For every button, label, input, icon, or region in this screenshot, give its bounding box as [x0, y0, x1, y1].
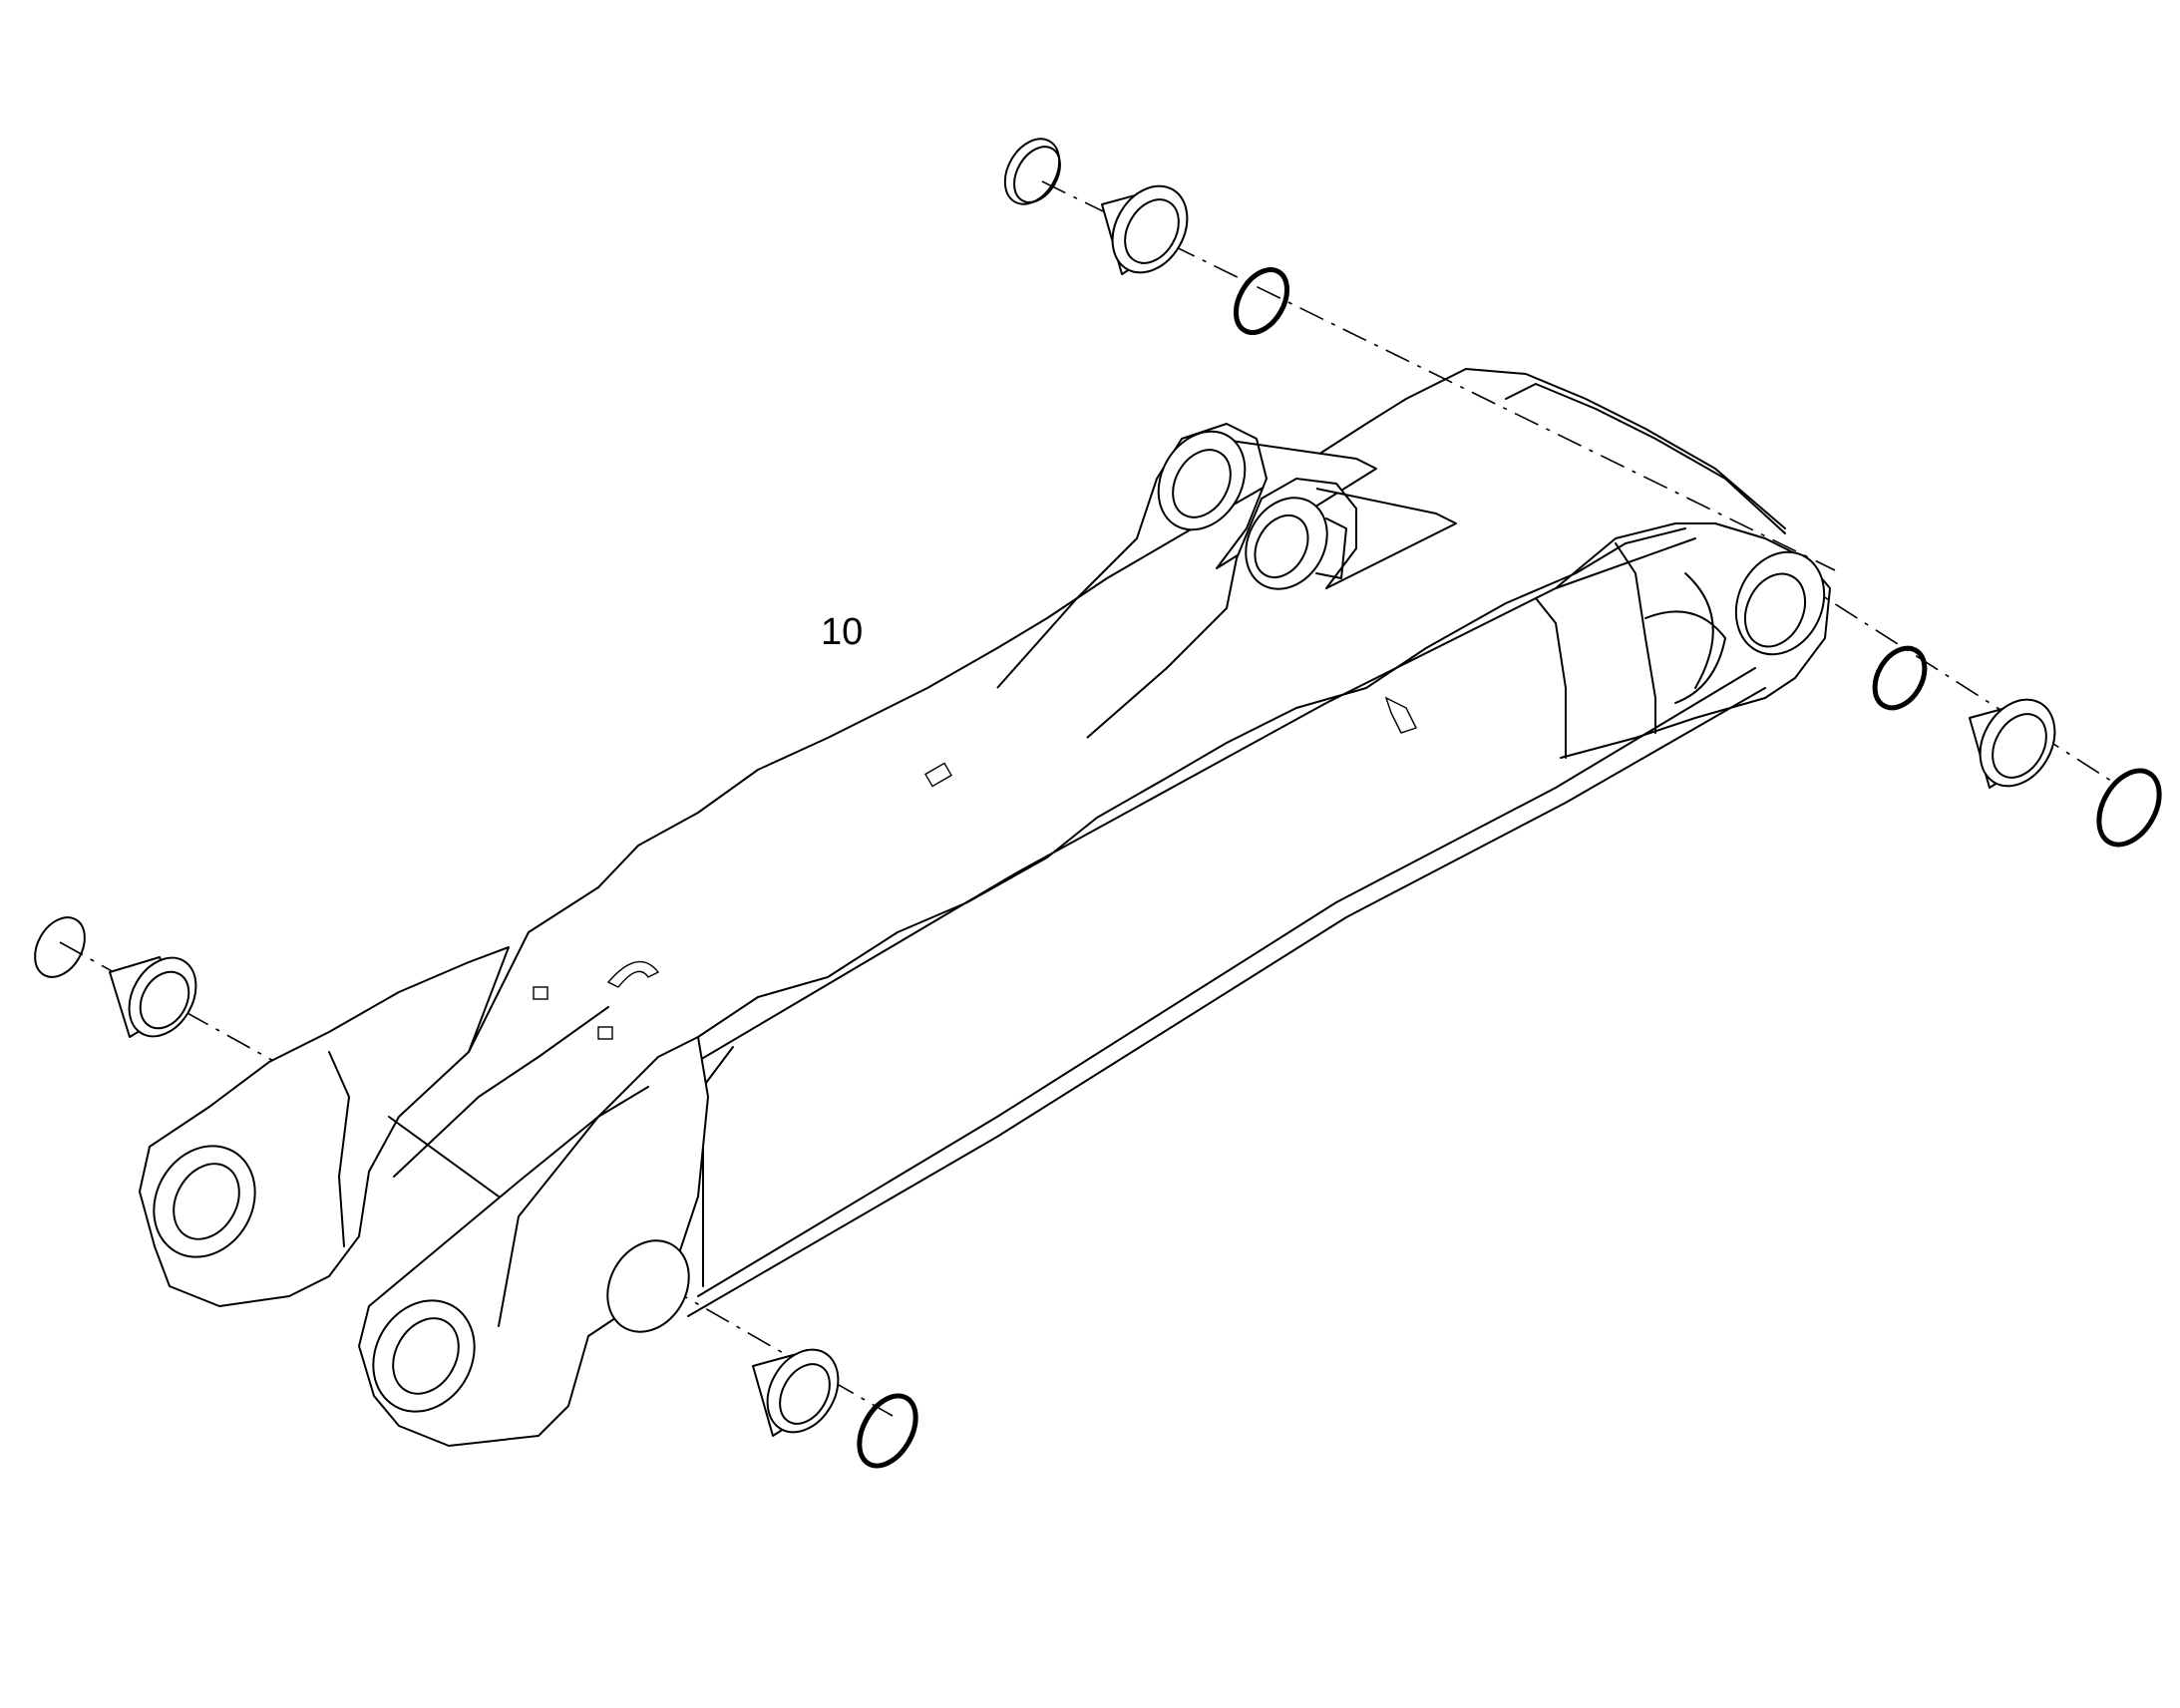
clevis-lugs [996, 423, 1457, 739]
bushing-right [1872, 645, 2162, 848]
bushing-bottom [752, 1348, 918, 1469]
bushing-top [1003, 138, 1290, 335]
item-number-label: 10 [821, 611, 863, 653]
bushing-left [34, 916, 197, 1038]
boom-body [468, 368, 1831, 1317]
near-end-bosses [139, 946, 709, 1447]
plate-details [533, 696, 1417, 1040]
center-axes [59, 180, 2115, 1417]
